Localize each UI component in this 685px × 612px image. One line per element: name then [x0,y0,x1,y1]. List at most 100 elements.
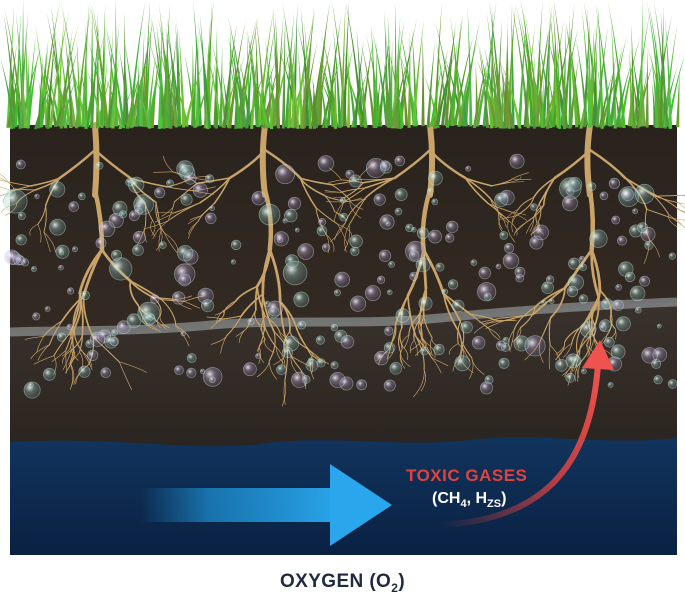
root-branch [425,342,434,357]
water-table-line [9,297,678,337]
grass-blade [104,76,123,126]
grass-blade [300,15,315,129]
toxic-gases-title: TOXIC GASES [406,466,528,485]
root-branch [401,334,410,349]
root-branch [326,234,330,254]
gas-bubble-icon [568,257,581,270]
root-branch [223,300,237,312]
grass-blade [92,5,109,128]
root-branch [509,329,515,351]
gas-bubble-icon [349,234,363,249]
root-branch [206,316,223,320]
root-branch [390,324,397,345]
grass-blade [412,18,425,126]
root-branch [429,337,433,354]
root-branch [672,217,685,228]
root-branch [532,287,566,316]
root-branch [508,176,522,183]
root-branch [226,315,242,337]
root-branch [402,346,409,360]
grass-blade [100,3,106,126]
root-branch [156,229,163,251]
root-branch [423,316,433,339]
grass-blade [541,5,553,128]
gas-bubble-icon [154,187,166,199]
grass-blade [332,27,342,129]
gas-bubble-icon [275,164,296,185]
root-branch [469,357,474,379]
root-branch [457,330,463,357]
grass-blade [106,57,121,129]
grass-blade [423,73,440,128]
gas-bubble-icon [267,300,284,317]
gas-bubble-icon [116,320,131,335]
grass-blade [511,5,530,129]
gas-bubble-icon [667,379,678,389]
root-branch [210,318,223,329]
grass-blade [227,16,247,126]
root-branch [29,224,39,236]
root-branch [324,190,341,193]
grass-blade [565,23,579,128]
grass-blade [255,22,260,127]
gas-bubble-icon [599,324,607,332]
grass-blade [245,49,254,129]
root-branch [469,313,490,329]
gas-bubble-icon [644,240,654,250]
gas-bubble-icon [230,239,242,251]
gas-bubble-icon [230,259,236,265]
grass-blade [14,12,21,127]
gas-bubble-icon [132,244,144,257]
root-branch [678,209,685,214]
grass-blade [548,2,560,128]
root-branch [43,204,47,233]
gas-bubble-icon [199,368,206,375]
grass-blade [257,58,277,126]
gas-bubble-icon [67,287,75,295]
root-branch [553,148,592,180]
gas-bubble-icon [373,193,386,206]
gas-bubble-icon [334,271,351,288]
grass-blade [122,12,127,126]
grass-blade [128,0,146,127]
gas-bubble-icon [316,225,328,237]
root-branch [479,317,501,324]
root-branch [348,197,366,226]
grass-blade [339,2,346,127]
grass-blade [210,39,228,126]
root-branch [442,292,460,332]
grass-blade [505,73,521,127]
gas-bubble-icon [294,227,300,233]
root-branch [488,327,500,341]
root-branch [30,344,50,360]
root-branch [420,187,433,252]
root-branch [78,248,104,295]
grass-blade [136,60,140,127]
gas-bubble-icon [533,224,549,241]
root-branch [51,350,67,363]
root-branch [268,330,276,362]
grass-blade [203,15,211,129]
root-branch [500,215,507,228]
gas-bubble-icon [356,379,368,391]
root-branch [254,309,260,325]
grass-blade [142,0,151,127]
grass-blade [449,15,463,126]
root-branch [263,148,302,180]
root-branch [199,177,231,204]
gas-bubble-icon [499,231,509,240]
gas-bubble-icon [495,340,507,351]
gas-bubble-icon [273,231,289,247]
grass-blade [95,10,100,129]
grass-blade [129,53,150,129]
grass-blade [56,15,65,126]
gas-bubble-icon [66,323,73,330]
gas-bubble-icon [184,172,197,185]
gas-bubble-icon [78,365,91,378]
root-branch [525,204,545,223]
grass-blade [457,36,479,127]
gas-bubble-icon [601,298,613,310]
grass-blade [540,77,544,128]
gas-bubble-icon [383,379,396,392]
gas-bubble-icon [608,177,621,189]
